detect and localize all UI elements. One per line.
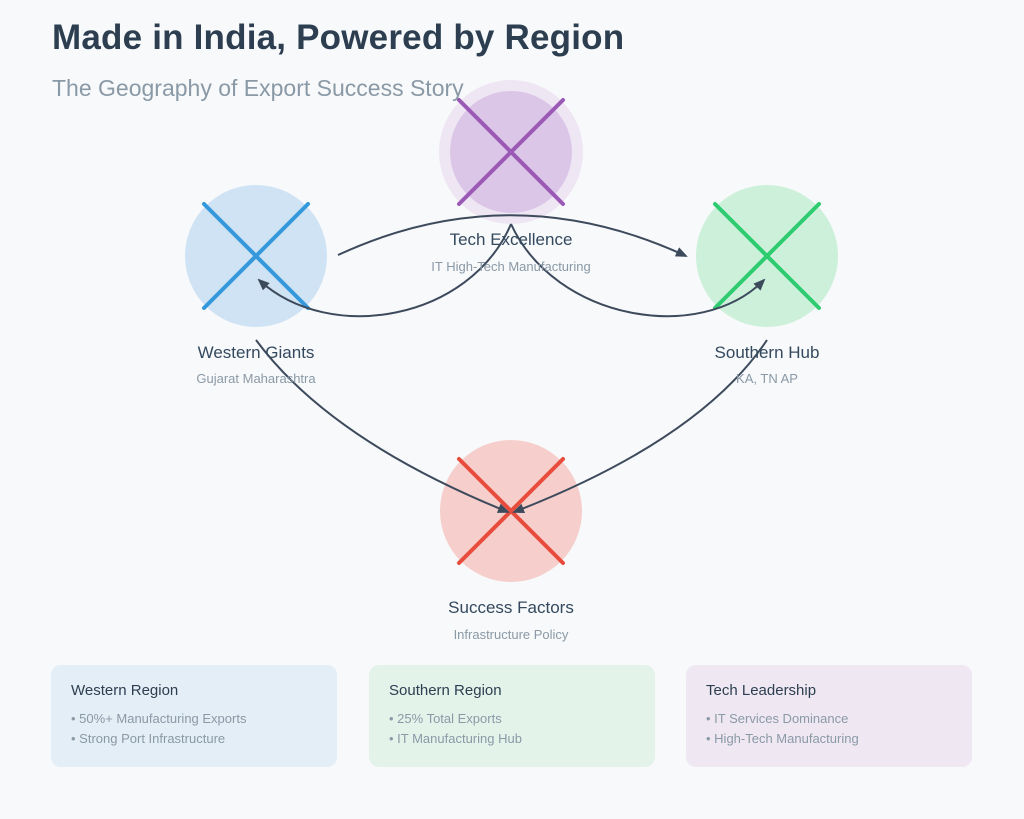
- region-cards: Western Region 50%+ Manufacturing Export…: [51, 665, 972, 767]
- card-title: Tech Leadership: [706, 682, 817, 699]
- arrow-south-to-success: [512, 339, 768, 514]
- card-item: IT Manufacturing Hub: [389, 729, 635, 749]
- node-west-label: Western Giants: [198, 343, 315, 362]
- card-item: IT Services Dominance: [706, 709, 952, 729]
- card-southern-region[interactable]: Southern Region 25% Total Exports IT Man…: [369, 665, 655, 767]
- card-item: 50%+ Manufacturing Exports: [71, 709, 317, 729]
- cross-icon: [713, 202, 821, 310]
- arrow-tech-to-west: [257, 223, 512, 318]
- cross-icon-stroke: [202, 202, 310, 310]
- cross-icon: [202, 202, 310, 310]
- node-success-sub: Infrastructure Policy: [454, 627, 569, 642]
- card-tech-leadership[interactable]: Tech Leadership IT Services Dominance Hi…: [686, 665, 972, 767]
- page-subtitle: The Geography of Export Success Story: [52, 75, 464, 101]
- card-item: High-Tech Manufacturing: [706, 729, 952, 749]
- node-west[interactable]: [185, 185, 327, 327]
- cross-icon: [457, 457, 565, 565]
- flow-arrows: [255, 214, 768, 514]
- node-tech-sub: IT High-Tech Manufacturing: [431, 259, 590, 274]
- node-tech-label: Tech Excellence: [450, 230, 573, 249]
- card-item: Strong Port Infrastructure: [71, 729, 317, 749]
- page-title: Made in India, Powered by Region: [52, 18, 625, 57]
- card-title: Western Region: [71, 682, 179, 699]
- arrow-west-to-south: [337, 214, 688, 257]
- card-western-region[interactable]: Western Region 50%+ Manufacturing Export…: [51, 665, 337, 767]
- arrow-tech-to-south: [510, 223, 766, 318]
- node-south-sub: KA, TN AP: [736, 371, 798, 386]
- card-title: Southern Region: [389, 682, 502, 699]
- node-success-label: Success Factors: [448, 598, 574, 617]
- cross-icon-stroke: [457, 457, 565, 565]
- node-west-sub: Gujarat Maharashtra: [196, 371, 316, 386]
- card-item: 25% Total Exports: [389, 709, 635, 729]
- node-success[interactable]: [440, 440, 582, 582]
- node-tech[interactable]: [439, 80, 583, 224]
- cross-icon-stroke: [457, 98, 565, 206]
- cross-icon-stroke: [713, 202, 821, 310]
- node-south[interactable]: [696, 185, 838, 327]
- arrow-west-to-success: [255, 339, 510, 513]
- cross-icon: [457, 98, 565, 206]
- node-south-label: Southern Hub: [715, 343, 820, 362]
